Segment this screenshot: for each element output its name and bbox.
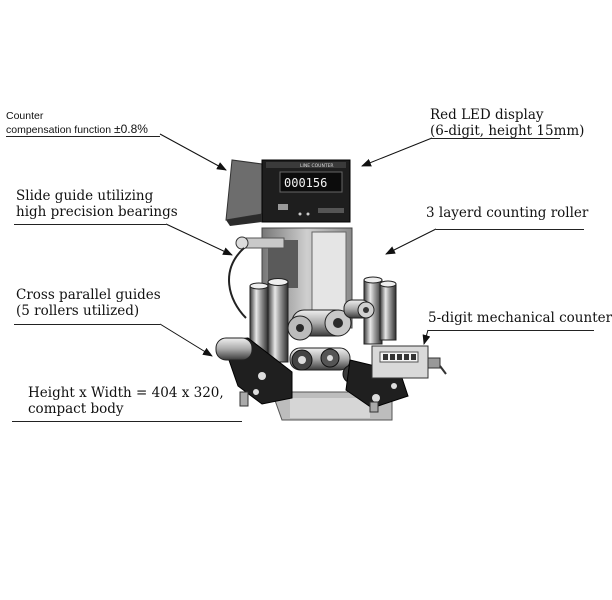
underline-counting-roller [436, 229, 584, 230]
label-line: 5-digit mechanical counter [428, 310, 612, 326]
label-mechanical-counter: 5-digit mechanical counter [428, 310, 612, 326]
label-line: Counter [6, 110, 44, 122]
label-led-display: Red LED display (6-digit, height 15mm) [430, 107, 584, 139]
label-line: Slide guide utilizing [16, 188, 154, 204]
label-slide-guide: Slide guide utilizing high precision bea… [16, 188, 178, 220]
counting-rollers [287, 299, 375, 384]
label-text: compensation function [6, 124, 112, 136]
underline-slide-guide [14, 224, 166, 225]
underline-led-display [430, 138, 560, 139]
arrow-roller [385, 228, 437, 255]
led-counter-unit: LINE COUNTER 000156 [225, 159, 351, 226]
underline-mechanical-counter [428, 330, 594, 331]
label-line: compensation function ±0.8% [6, 123, 148, 137]
vertical-guide-rollers [249, 276, 397, 363]
label-value: ±0.8% [114, 122, 148, 136]
led-reading: 000156 [284, 176, 327, 190]
label-cross-guides: Cross parallel guides (5 rollers utilize… [16, 287, 161, 319]
label-line: Red LED display [430, 107, 544, 123]
arrow-mech [422, 329, 431, 345]
label-line: (5 rollers utilized) [16, 303, 140, 319]
svg-text:LINE COUNTER: LINE COUNTER [300, 163, 334, 169]
underline-size [12, 421, 242, 422]
label-line: compact body [28, 401, 124, 417]
arrow-counter-comp [159, 133, 227, 171]
label-size: Height x Width = 404 x 320, compact body [28, 385, 224, 417]
arrow-slide [165, 223, 233, 256]
arrow-cross [159, 323, 213, 357]
underline-cross-guides [14, 324, 160, 325]
label-counter-compensation: Counter compensation function ±0.8% [6, 110, 148, 137]
label-line: Height x Width = 404 x 320, [28, 385, 224, 401]
cable [228, 247, 247, 319]
label-counting-roller: 3 layerd counting roller [426, 205, 588, 221]
mechanical-counter [371, 345, 447, 379]
underline-counter-compensation [6, 136, 160, 137]
label-line: Cross parallel guides [16, 287, 161, 303]
label-line: high precision bearings [16, 204, 178, 220]
arrow-led [361, 137, 433, 167]
label-line: (6-digit, height 15mm) [430, 123, 585, 139]
label-line: 3 layerd counting roller [426, 205, 589, 221]
